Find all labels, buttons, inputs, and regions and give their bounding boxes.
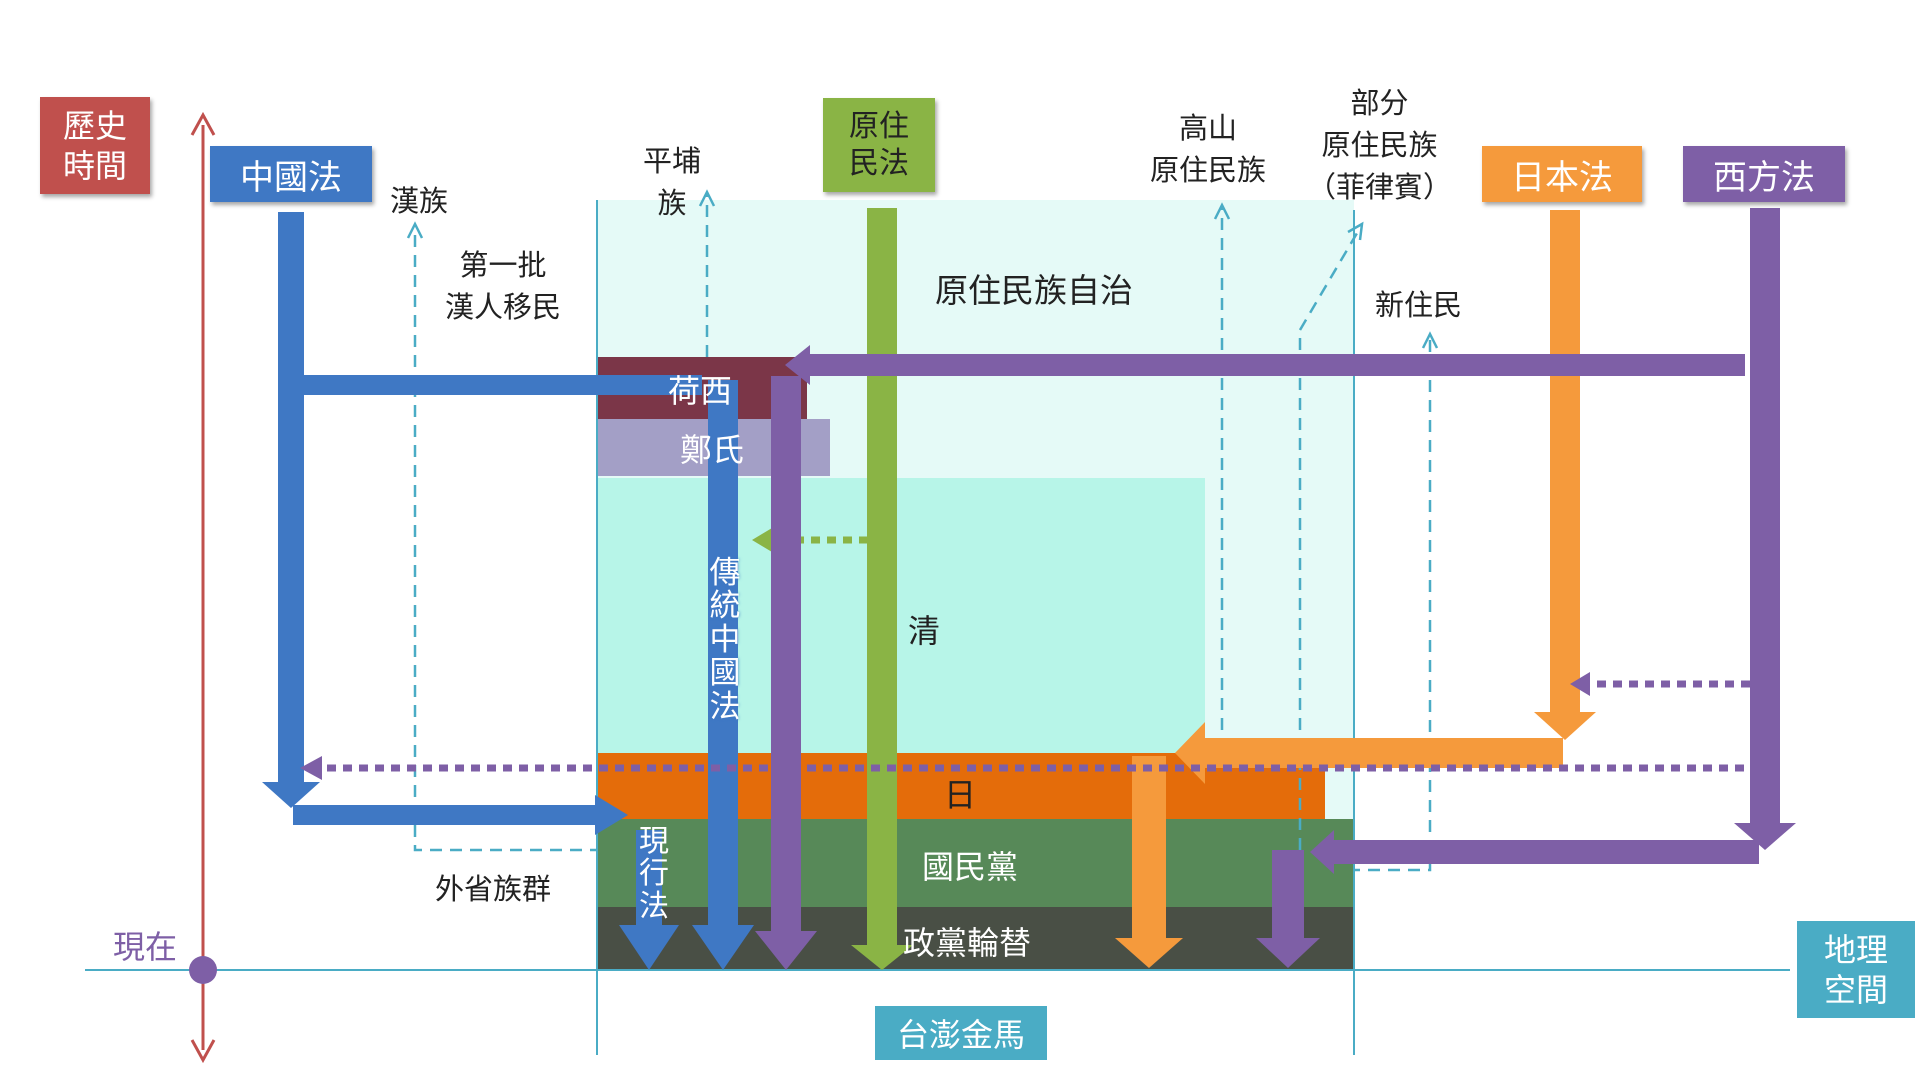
japanese-law-flow <box>1115 210 1596 968</box>
philippine-indigenous-label: 部分 原住民族 （菲律賓） <box>1307 86 1453 205</box>
pingpu-label: 平埔 族 <box>643 144 702 221</box>
new-residents-label: 新住民 <box>1375 288 1463 322</box>
zheng-label: 鄭氏 <box>680 431 745 469</box>
indigenous-law-flow <box>851 208 913 970</box>
current-law-label: 現 行 法 <box>639 824 669 924</box>
japanese-law-box: 日本法 <box>1482 146 1642 202</box>
traditional-chinese-law-label: 傳 統 中 國 法 <box>709 555 741 725</box>
highland-arrow-head <box>1213 202 1231 220</box>
kmt-label: 國民黨 <box>922 848 1019 886</box>
indigenous-qing-arrow-head <box>752 528 772 552</box>
qing-label: 清 <box>908 612 941 650</box>
time-axis-arrow-up <box>190 111 216 136</box>
geographic-space-label: 地理 空間 <box>1797 921 1915 1018</box>
highland-indigenous-label: 高山 原住民族 <box>1150 111 1267 188</box>
western-law-box: 西方法 <box>1683 146 1845 202</box>
han-label: 漢族 <box>390 184 449 218</box>
philippine-arrow-head <box>1347 221 1364 241</box>
present-label: 現在 <box>113 928 178 966</box>
western-law-flow <box>755 208 1796 970</box>
first-han-migrants-label: 第一批 漢人移民 <box>445 248 562 325</box>
pingpu-arrow-head <box>698 189 716 207</box>
present-marker <box>189 956 217 984</box>
chinese-law-flow <box>262 212 754 970</box>
philippine-indigenous-path <box>1298 227 1362 870</box>
western-chinese-arrow-head <box>300 756 322 780</box>
western-japan-arrow-head <box>1570 672 1590 696</box>
dutch-spanish-label: 荷西 <box>668 372 733 410</box>
han-arrow-head <box>406 221 424 239</box>
party-alternation-label: 政黨輪替 <box>903 924 1032 962</box>
taiwan-region-label: 台澎金馬 <box>875 1006 1047 1060</box>
time-axis-arrow-down <box>190 1039 216 1064</box>
qing-band <box>597 478 1205 753</box>
chinese-law-box: 中國法 <box>210 146 372 202</box>
waishengren-label: 外省族群 <box>435 872 552 906</box>
japan-label: 日 <box>944 776 977 814</box>
indigenous-law-box: 原住 民法 <box>823 98 935 192</box>
indigenous-autonomy-label: 原住民族自治 <box>935 271 1133 310</box>
new-residents-path <box>1354 340 1432 872</box>
new-residents-arrow-head <box>1421 331 1439 349</box>
history-time-label: 歷史 時間 <box>40 97 150 194</box>
